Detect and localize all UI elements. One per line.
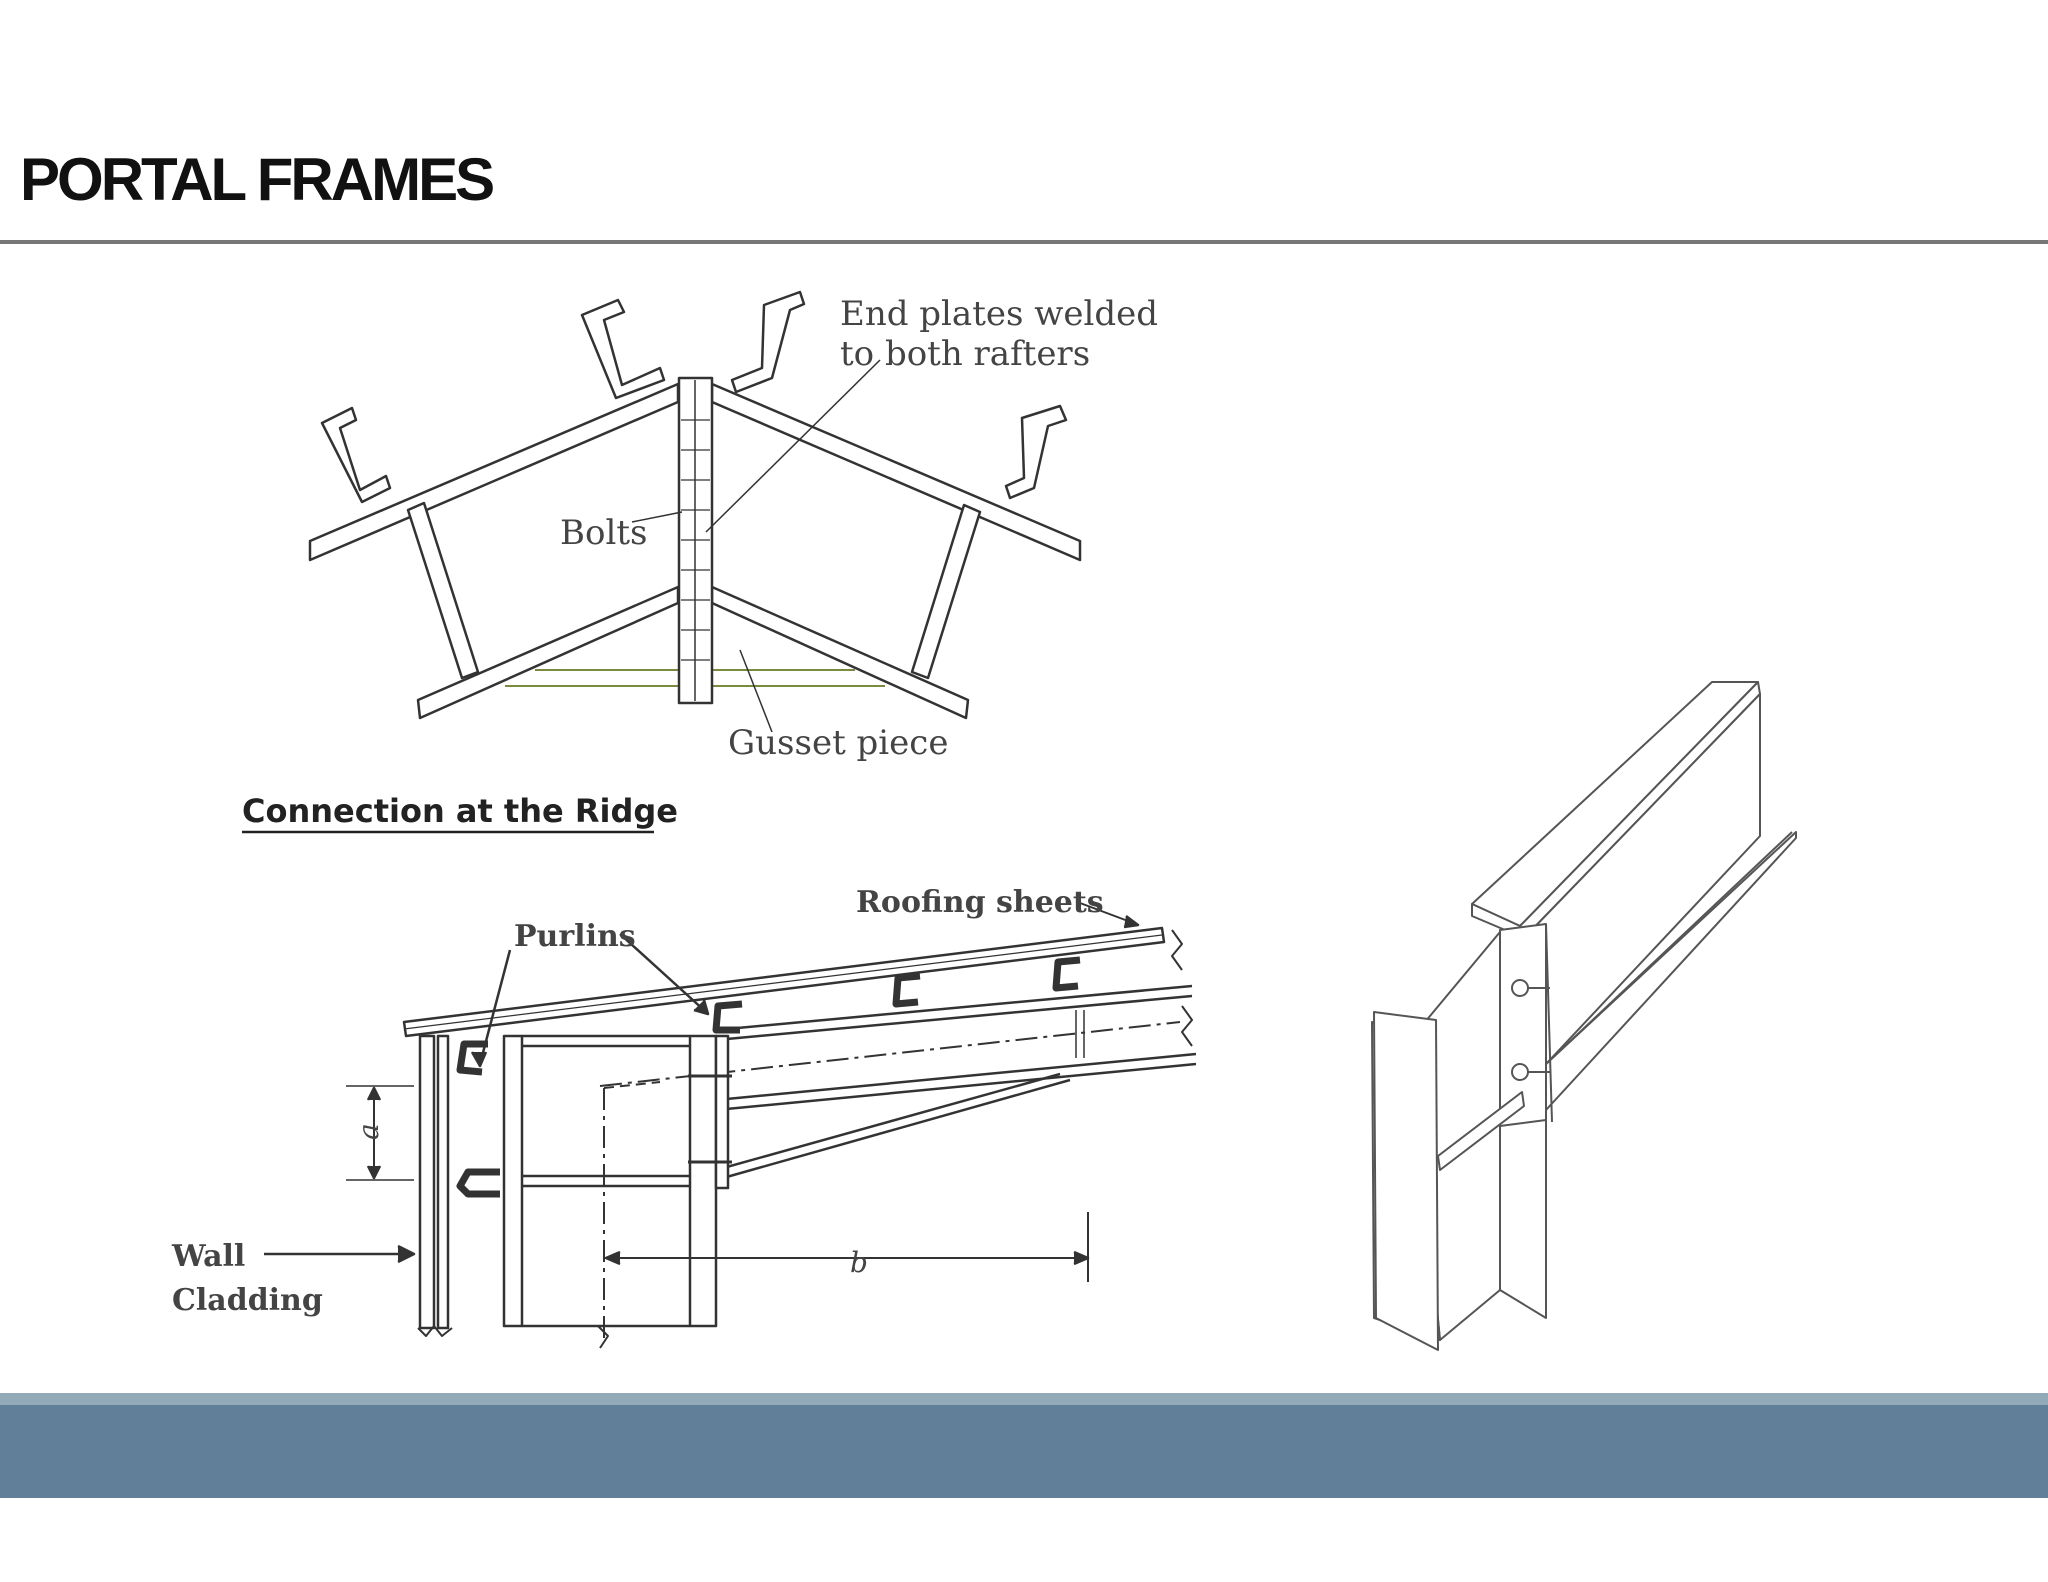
right-web-member: [910, 503, 982, 680]
wall-label: Wall: [171, 1239, 245, 1274]
purlin-c-4: [1052, 956, 1081, 992]
purlins-label: Purlins: [514, 919, 636, 954]
column-right-flange-iso: [1499, 1119, 1547, 1319]
wall-rail-c: [456, 1168, 500, 1198]
column-outer: [502, 1034, 524, 1328]
purlin-1: [320, 406, 392, 504]
bolts-label: Bolts: [560, 513, 647, 553]
purlin-c-3: [892, 972, 921, 1008]
dim-b-label: b: [850, 1246, 868, 1279]
purlin-4: [1004, 404, 1068, 500]
bolt-marks: [681, 419, 710, 661]
left-web-member: [406, 501, 480, 680]
footer-accent-strip: [0, 1393, 2048, 1405]
purlin-3: [730, 290, 806, 394]
rafter-centre-line: [599, 1021, 1181, 1087]
ridge-connection-drawing: [308, 290, 1082, 733]
roofing-sheets-label: Roofing sheets: [856, 885, 1104, 920]
wall-cladding: [418, 1034, 436, 1330]
rafter-top-flange: [715, 984, 1193, 1032]
slide-title: PORTAL FRAMES: [20, 146, 495, 213]
bolt-iso-2: [1511, 1063, 1529, 1081]
purlin-c-2: [712, 1000, 743, 1034]
ridge-caption: Connection at the Ridge: [242, 792, 678, 830]
bolt-iso-1: [1511, 979, 1529, 997]
gusset-piece-label: Gusset piece: [728, 723, 948, 763]
purlins-leader-1: [478, 949, 512, 1065]
haunch: [715, 1078, 1071, 1182]
footer-band: [0, 1405, 2048, 1498]
bolts-leader: [631, 511, 683, 523]
eaves-detail-drawing: [264, 902, 1197, 1349]
purlin-2: [580, 298, 666, 400]
column-flange-front: [1373, 1011, 1439, 1351]
gusset-leader: [739, 649, 773, 733]
rafter-bottom-flange: [715, 1052, 1197, 1102]
stiffener-iso: [1437, 1091, 1525, 1171]
title-rule: [0, 240, 2048, 244]
purlins-leader-2: [619, 933, 707, 1013]
isometric-connection-drawing: [1371, 681, 1797, 1351]
dim-a-label: a: [352, 1123, 385, 1140]
column-inner: [688, 1034, 718, 1328]
end-plate-leader: [705, 359, 881, 533]
purlin-c-1: [456, 1040, 488, 1076]
end-plates-label-line2: to both rafters: [840, 334, 1090, 374]
end-plates-label-line1: End plates welded: [840, 294, 1158, 334]
cladding-label: Cladding: [172, 1283, 323, 1318]
